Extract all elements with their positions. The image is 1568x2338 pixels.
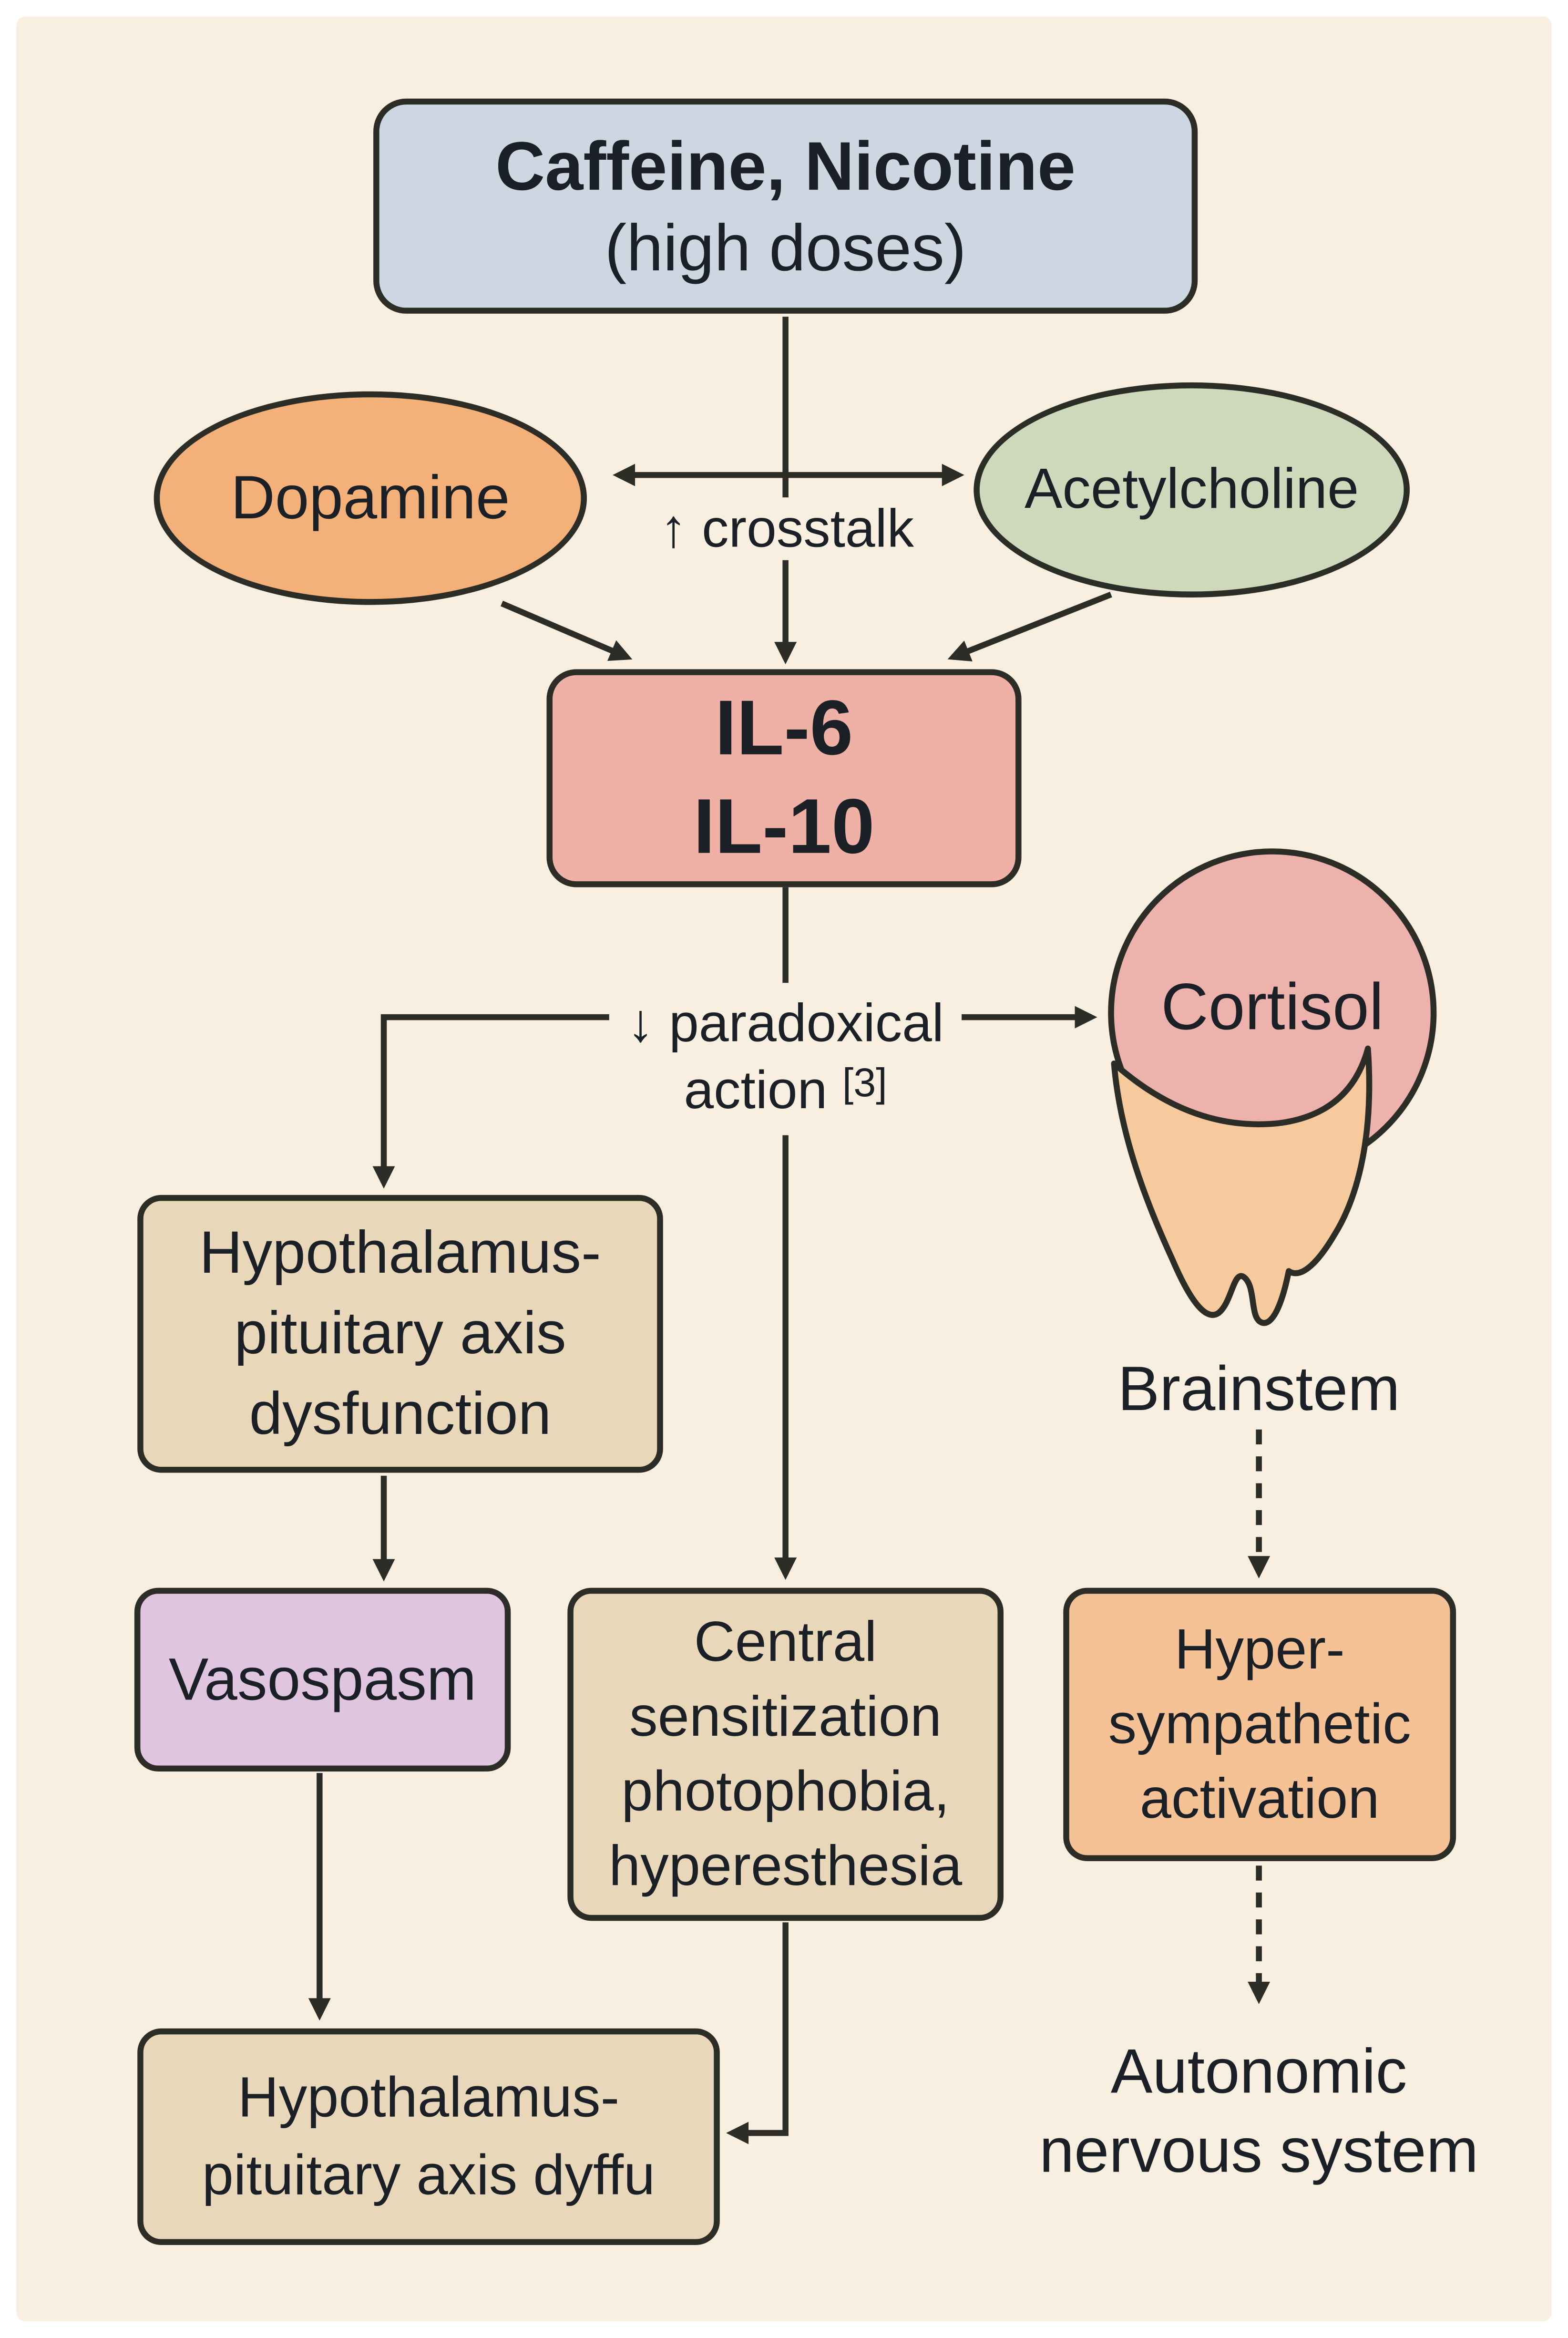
cortisol-label: Cortisol xyxy=(1161,971,1384,1044)
acetylcholine-label: Acetylcholine xyxy=(1024,458,1359,521)
reference-3: [3] xyxy=(842,1061,887,1105)
hpa-dysfunction-line2: pituitary axis xyxy=(234,1301,566,1367)
hyper-line3: activation xyxy=(1139,1768,1380,1831)
node-dopamine: Dopamine xyxy=(154,391,587,605)
node-central-sensitization: Central sensitization photophobia, hyper… xyxy=(567,1587,1004,1921)
node-hpa-bottom: Hypothalamus- pituitary axis dyffu xyxy=(137,2028,720,2245)
arrow-acetylcholine-to-interleukins xyxy=(947,591,1112,662)
node-hyper-sympathetic: Hyper- sympathetic activation xyxy=(1063,1587,1456,1861)
central-line1: Central xyxy=(694,1611,877,1674)
central-line4: hyperesthesia xyxy=(609,1835,963,1898)
paradoxical-action-text: action xyxy=(684,1059,828,1121)
vasospasm-label: Vasospasm xyxy=(168,1647,477,1713)
hyper-line2: sympathetic xyxy=(1108,1693,1411,1756)
autonomic-line2: nervous system xyxy=(1039,2115,1479,2185)
node-hpa-dysfunction: Hypothalamus- pituitary axis dysfunction xyxy=(137,1195,663,1473)
hpa-dysfunction-line3: dysfunction xyxy=(249,1381,552,1448)
il6-label: IL-6 xyxy=(715,685,853,772)
paradoxical-line1: ↓ paradoxical xyxy=(627,991,944,1053)
brainstem-label: Brainstem xyxy=(1117,1353,1400,1424)
node-acetylcholine: Acetylcholine xyxy=(974,382,1410,597)
central-line3: photophobia, xyxy=(621,1760,950,1823)
central-line2: sensitization xyxy=(629,1685,942,1749)
arrow-dopamine-to-interleukins xyxy=(501,600,633,661)
autonomic-label: Autonomic nervous system xyxy=(1039,2031,1478,2190)
node-caffeine-nicotine: Caffeine, Nicotine (high doses) xyxy=(373,98,1198,314)
paradoxical-line2: action [3] xyxy=(627,1056,943,1129)
autonomic-line1: Autonomic xyxy=(1110,2036,1407,2106)
il10-label: IL-10 xyxy=(693,784,875,871)
paradoxical-action-label: ↓ paradoxical action [3] xyxy=(609,983,962,1135)
node-interleukins: IL-6 IL-10 xyxy=(546,669,1022,887)
arrow-central-to-hpa-bottom xyxy=(726,1922,789,2144)
crosstalk-label: ↑ crosstalk xyxy=(648,497,926,560)
node-vasospasm: Vasospasm xyxy=(134,1587,511,1772)
hpa-bottom-line2: pituitary axis dyffu xyxy=(202,2144,656,2207)
dopamine-label: Dopamine xyxy=(231,463,510,532)
caffeine-title: Caffeine, Nicotine xyxy=(495,127,1076,205)
hyper-line1: Hyper- xyxy=(1174,1618,1345,1681)
hpa-dysfunction-line1: Hypothalamus- xyxy=(199,1220,601,1286)
cortisol-drip-shape xyxy=(1111,1045,1373,1326)
hpa-bottom-line1: Hypothalamus- xyxy=(237,2066,620,2130)
caffeine-subtitle: (high doses) xyxy=(605,212,966,286)
